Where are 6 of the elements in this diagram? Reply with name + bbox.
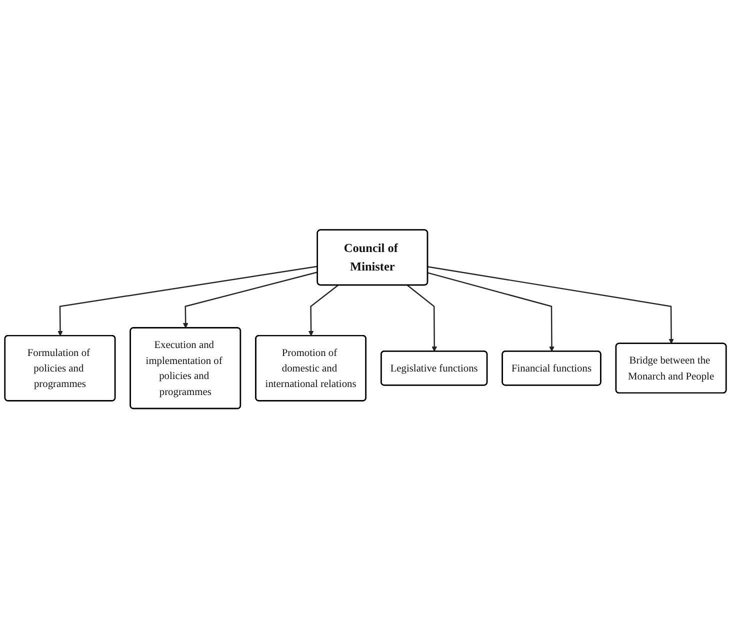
arrow bbox=[182, 271, 318, 328]
arrow bbox=[407, 284, 438, 352]
arrow bbox=[308, 284, 338, 336]
arrow bbox=[428, 272, 554, 352]
arrow bbox=[428, 266, 674, 344]
arrow bbox=[58, 266, 318, 336]
